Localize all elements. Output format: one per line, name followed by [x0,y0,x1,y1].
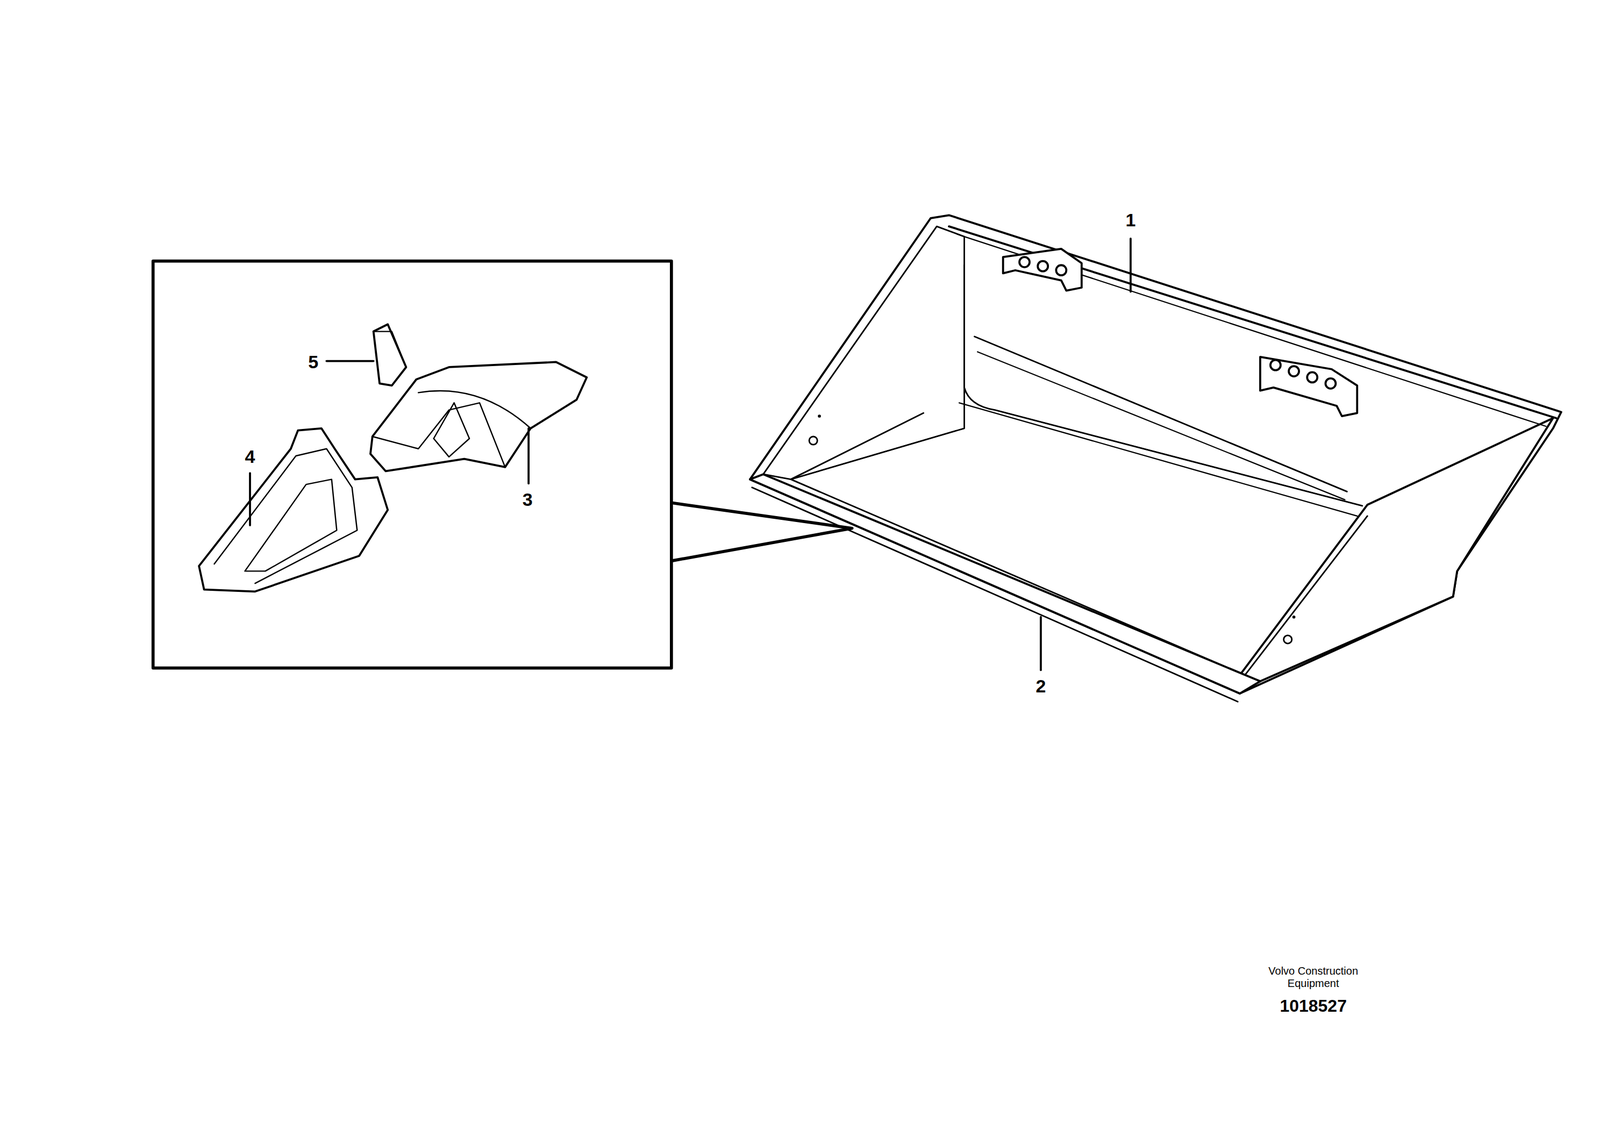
bucket-inner [977,352,1345,500]
manufacturer-note: Volvo Construction Equipment [1248,965,1378,990]
leader-line [1129,238,1132,292]
mount-bracket [1260,356,1357,417]
retaining-pin [373,324,407,386]
bucket-inner [959,402,1357,517]
callout-number: 4 [245,446,256,468]
callout-number: 1 [1125,209,1136,231]
leader-line [326,360,374,363]
leader-line [527,428,530,484]
detail-frame [153,261,672,669]
callout-number: 3 [522,489,533,511]
tooth-adapter [198,428,388,592]
bucket-side-plate [763,226,965,480]
bucket-rim [948,226,1556,419]
callout-number: 5 [308,351,319,373]
bucket-floor [790,412,1368,676]
leader-line [248,473,252,526]
cutting-edge [750,474,1261,694]
tooth-tip [370,361,587,471]
leader-line [1039,617,1042,671]
bucket-side-plate [1239,418,1554,682]
bucket-rim [964,236,1547,427]
drawing-number: 1018527 [1279,996,1347,1017]
bucket-inner [964,265,1363,506]
mount-bracket [1003,248,1082,291]
detail-pointer [671,502,853,561]
bucket-inner [974,336,1348,492]
bucket-body [750,215,1562,694]
callout-number: 2 [1035,676,1046,698]
cutting-edge [752,487,1238,702]
